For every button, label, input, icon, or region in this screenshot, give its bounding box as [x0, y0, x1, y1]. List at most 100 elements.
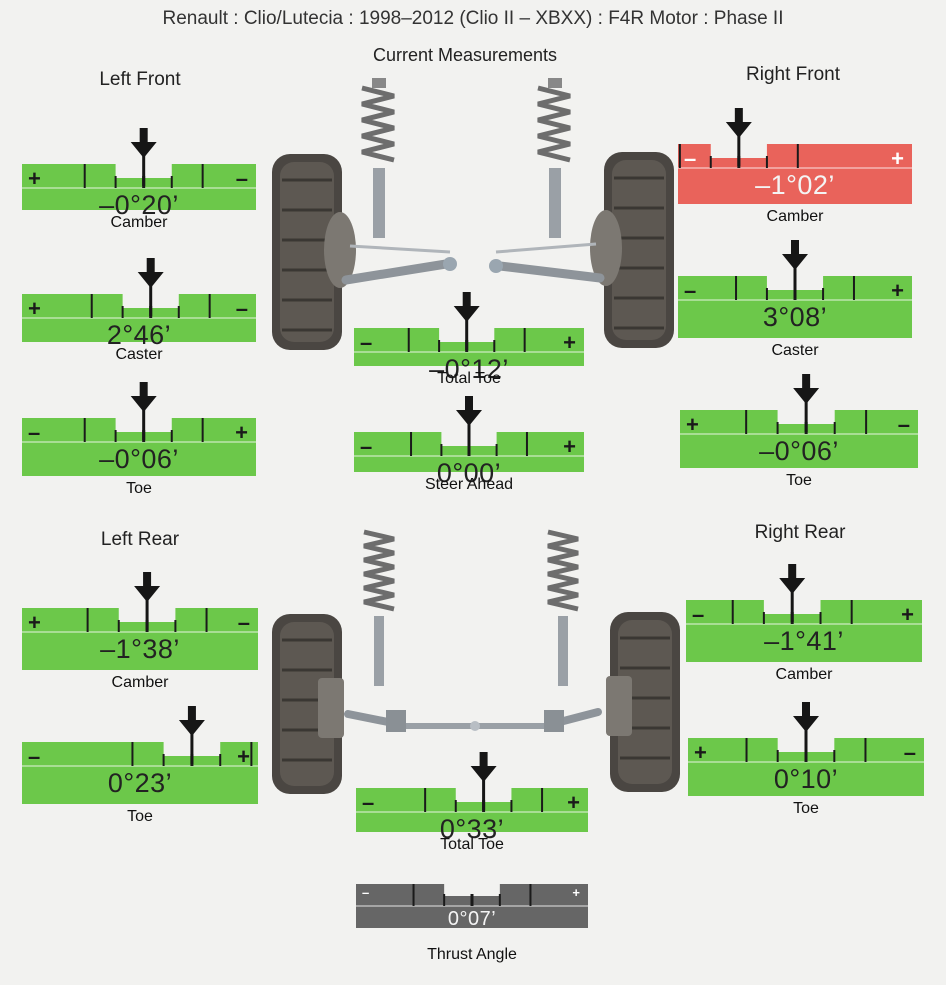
gauge-bar [354, 328, 584, 366]
gauge-graphic [22, 128, 256, 210]
gauge-right-sign: + [567, 790, 580, 815]
gauge-graphic [22, 258, 256, 342]
gauge-graphic [686, 564, 922, 662]
gauge-graphic [356, 752, 588, 832]
gauge-graphic [680, 374, 918, 468]
pointer-arrow-icon [130, 128, 157, 158]
gauge-bar [678, 144, 912, 204]
gauge-caption: Caster [115, 346, 163, 363]
gauge-right-sign: – [897, 412, 910, 437]
gauge-left-sign: – [28, 744, 41, 769]
pointer-arrow-icon [453, 292, 480, 322]
gauge-caption: Toe [127, 808, 153, 825]
gauge-bar [22, 418, 256, 476]
gauge-value: –0°06’ [759, 436, 839, 466]
gauge-steer-ahead: – +0°00’Steer Ahead [354, 392, 584, 498]
gauge-lr-camber: +––1°38’Camber [22, 568, 258, 696]
gauge-graphic [354, 396, 584, 472]
section-left-rear: Left Rear [100, 529, 180, 550]
gauge-caption: Total Toe [437, 370, 501, 387]
gauge-caption: Steer Ahead [424, 476, 514, 493]
gauge-graphic [354, 292, 584, 366]
gauge-left-sign: – [684, 278, 697, 303]
gauge-value: 0°10’ [773, 764, 839, 794]
gauge-caption: Caster [771, 342, 819, 359]
gauge-left-sign: – [362, 790, 375, 815]
gauge-right-sign: + [901, 602, 914, 627]
gauge-value: –0°06’ [99, 444, 179, 474]
pointer-arrow-icon [793, 702, 819, 732]
rear-suspension-illustration [272, 529, 680, 794]
gauge-right-sign: – [235, 166, 248, 191]
gauge-graphic [678, 240, 912, 338]
gauge-left-sign: – [692, 602, 705, 627]
gauge-right-sign: + [235, 420, 248, 445]
gauge-caption: Camber [111, 674, 169, 691]
gauge-front-total-toe: –+–0°12’Total Toe [354, 288, 584, 392]
gauge-caption: Total Toe [440, 836, 504, 853]
pointer-arrow-icon [130, 382, 157, 412]
gauge-caption: Toe [793, 800, 819, 817]
pointer-arrow-icon [137, 258, 164, 288]
pointer-arrow-icon [779, 564, 806, 594]
gauge-value: –1°38’ [100, 634, 180, 664]
gauge-value: –1°41’ [764, 626, 844, 656]
section-left-front: Left Front [99, 69, 181, 90]
gauge-value: 2°46’ [106, 320, 172, 350]
gauge-left-sign: – [362, 885, 370, 900]
gauge-right-sign: + [563, 330, 576, 355]
gauge-graphic [356, 884, 588, 928]
pointer-arrow-icon [782, 240, 808, 270]
gauge-left-sign: + [686, 412, 699, 437]
gauge-rf-toe: + – –0°06’ Toe [680, 370, 918, 494]
gauge-left-sign: + [28, 610, 41, 635]
measurements-heading: Current Measurements [372, 45, 558, 65]
gauge-left-sign: – [28, 420, 41, 445]
gauge-bar [22, 608, 258, 670]
gauge-right-sign: – [235, 296, 248, 321]
gauge-value: 0°07’ [447, 908, 497, 930]
gauge-caption: Toe [786, 472, 812, 489]
pointer-arrow-icon [178, 706, 205, 736]
gauge-bar [22, 742, 258, 804]
gauge-lf-toe: – + –0°06’ Toe [22, 378, 256, 502]
gauge-right-sign: + [891, 146, 904, 171]
gauge-rf-camber: –+–1°02’Camber [678, 104, 912, 230]
section-right-rear: Right Rear [754, 522, 846, 543]
gauge-rear-total-toe: – +0°33’Total Toe [356, 748, 588, 858]
vehicle-title: Renault : Clio/Lutecia : 1998–2012 (Clio… [162, 8, 784, 29]
gauge-right-sign: + [572, 885, 580, 900]
gauge-caption: Thrust Angle [427, 946, 517, 963]
gauge-value: 0°23’ [107, 768, 173, 798]
gauge-bar [680, 410, 918, 468]
pointer-arrow-icon [725, 108, 752, 138]
gauge-lf-caster: +–2°46’Caster [22, 254, 256, 368]
gauge-right-sign: – [903, 740, 916, 765]
gauge-thrust-angle: – +0°07’ Thrust Angle [356, 884, 588, 968]
gauge-rf-caster: –+3°08’Caster [678, 236, 912, 364]
gauge-right-sign: + [891, 278, 904, 303]
section-right-front: Right Front [746, 64, 840, 85]
gauge-left-sign: + [694, 740, 707, 765]
gauge-bar [356, 788, 588, 832]
gauge-value: 0°33’ [439, 814, 505, 844]
gauge-caption: Camber [766, 208, 824, 225]
gauge-left-sign: – [684, 146, 697, 171]
gauge-rr-camber: – + –1°41’ Camber [686, 560, 922, 688]
gauge-bar [686, 600, 922, 662]
gauge-right-sign: + [237, 744, 250, 769]
gauge-rr-toe: + – 0°10’ Toe [688, 698, 924, 822]
gauge-right-sign: + [563, 434, 576, 459]
gauge-lr-toe: – +0°23’ Toe [22, 702, 258, 830]
gauge-caption: Camber [775, 666, 833, 683]
pointer-arrow-icon [793, 374, 820, 404]
gauge-value: –0°12’ [429, 354, 509, 384]
gauge-value: 0°00’ [436, 458, 502, 488]
gauge-caption: Toe [126, 480, 152, 497]
gauge-bar [22, 164, 256, 210]
pointer-arrow-icon [470, 752, 497, 782]
gauge-left-sign: + [28, 166, 41, 191]
gauge-left-sign: – [360, 434, 373, 459]
front-suspension-illustration [272, 78, 674, 350]
